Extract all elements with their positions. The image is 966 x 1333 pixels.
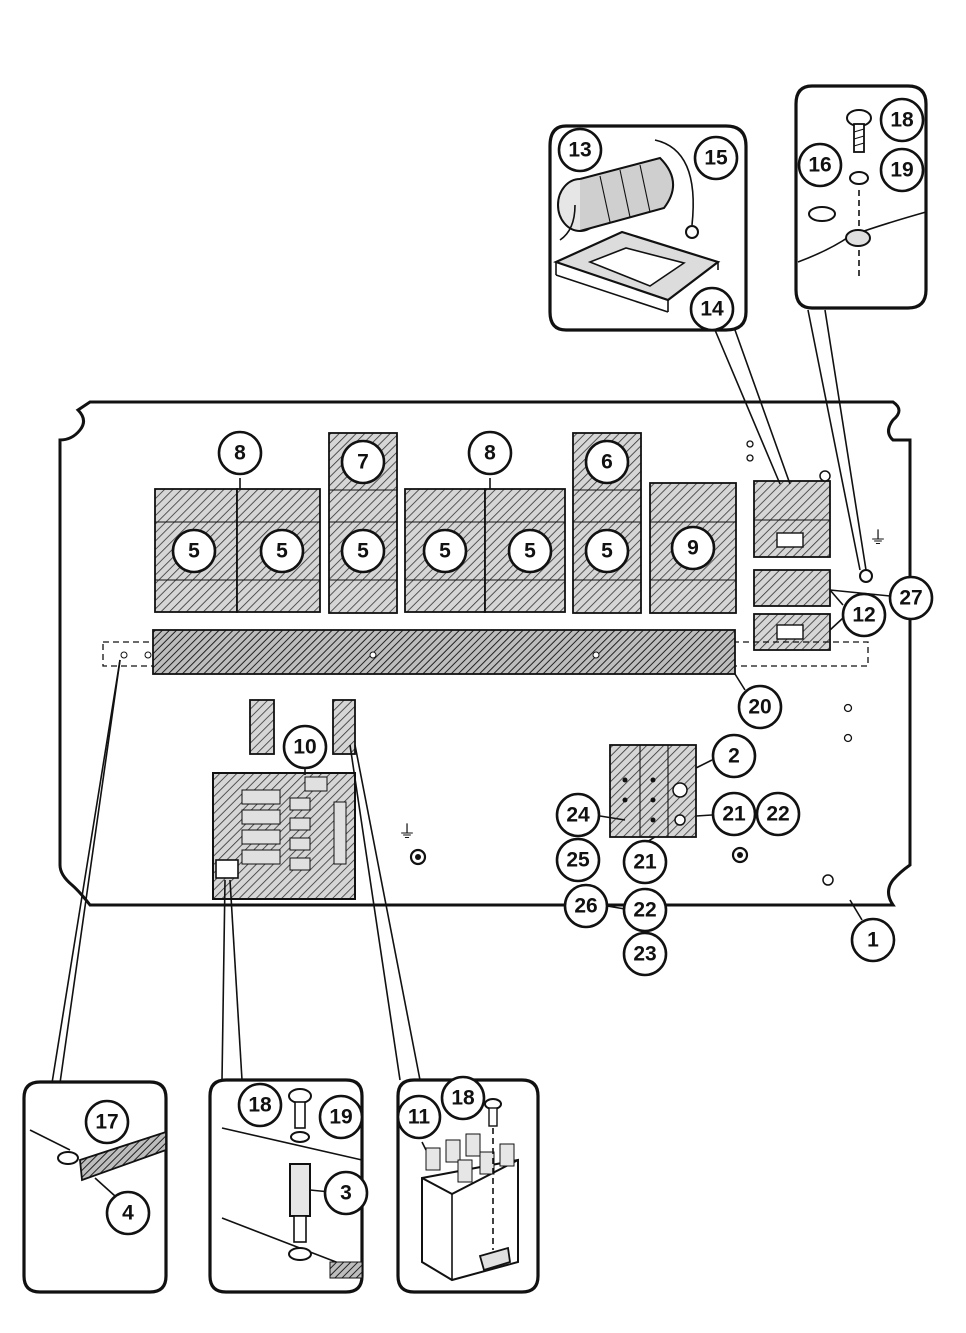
callout-1: 1 — [850, 917, 896, 963]
svg-text:23: 23 — [633, 943, 656, 966]
callout-5: 5 — [171, 528, 217, 574]
callout-18: 18 — [879, 97, 925, 143]
callout-21: 21 — [622, 839, 668, 885]
callout-5: 5 — [259, 528, 305, 574]
svg-text:19: 19 — [890, 159, 913, 182]
svg-text:16: 16 — [808, 154, 831, 177]
svg-text:2: 2 — [728, 745, 740, 768]
terminal-block — [609, 744, 697, 838]
inset-ground-screw — [794, 84, 928, 310]
callout-8: 8 — [467, 430, 513, 476]
callout-5: 5 — [340, 528, 386, 574]
svg-text:27: 27 — [899, 587, 922, 610]
connector-strip — [249, 699, 275, 755]
callout-15: 15 — [693, 135, 739, 181]
callout-21: 21 — [711, 791, 757, 837]
svg-text:5: 5 — [276, 540, 288, 563]
callout-18: 18 — [237, 1082, 283, 1128]
component-row — [154, 432, 873, 886]
svg-text:5: 5 — [188, 540, 200, 563]
svg-text:5: 5 — [524, 540, 536, 563]
callout-10: 10 — [282, 724, 328, 770]
inset-standoff — [208, 1078, 364, 1294]
svg-text:21: 21 — [633, 851, 657, 874]
svg-text:24: 24 — [566, 804, 590, 827]
svg-text:17: 17 — [95, 1111, 118, 1134]
svg-text:22: 22 — [766, 803, 789, 826]
callout-20: 20 — [737, 684, 783, 730]
ground-icon: ⏚ — [869, 528, 887, 548]
callout-27: 27 — [888, 575, 934, 621]
ground-icon: ⏚ — [398, 822, 416, 842]
svg-text:1: 1 — [867, 929, 879, 952]
svg-text:7: 7 — [357, 451, 369, 474]
callout-11: 11 — [396, 1094, 442, 1140]
callout-4: 4 — [105, 1190, 151, 1236]
circuit-board — [212, 772, 356, 900]
svg-text:11: 11 — [408, 1106, 431, 1129]
callout-18: 18 — [440, 1075, 486, 1121]
svg-text:20: 20 — [748, 696, 771, 719]
svg-text:5: 5 — [601, 540, 613, 563]
svg-text:18: 18 — [451, 1087, 475, 1110]
svg-text:15: 15 — [704, 147, 728, 170]
callout-16: 16 — [797, 142, 843, 188]
callout-5: 5 — [584, 528, 630, 574]
callout-26: 26 — [563, 883, 609, 929]
svg-text:21: 21 — [722, 803, 746, 826]
svg-text:12: 12 — [852, 604, 875, 627]
callout-6: 6 — [584, 439, 630, 485]
callout-22: 22 — [755, 791, 801, 837]
callout-7: 7 — [340, 439, 386, 485]
inset-relay — [396, 1078, 540, 1294]
svg-text:6: 6 — [601, 451, 613, 474]
svg-text:8: 8 — [484, 442, 496, 465]
svg-text:8: 8 — [234, 442, 246, 465]
callout-3: 3 — [323, 1170, 369, 1216]
callout-8: 8 — [217, 430, 263, 476]
svg-text:14: 14 — [700, 298, 724, 321]
svg-text:19: 19 — [329, 1106, 352, 1129]
callout-23: 23 — [622, 931, 668, 977]
callout-24: 24 — [555, 792, 601, 838]
callout-13: 13 — [557, 127, 603, 173]
callout-25: 25 — [555, 837, 601, 883]
svg-text:26: 26 — [574, 895, 597, 918]
callout-22: 22 — [622, 887, 668, 933]
callout-2: 2 — [711, 733, 757, 779]
svg-text:25: 25 — [566, 849, 590, 872]
callout-5: 5 — [507, 528, 553, 574]
svg-text:22: 22 — [633, 899, 656, 922]
connector-strip — [332, 699, 356, 755]
svg-text:3: 3 — [340, 1182, 352, 1205]
leader-lines — [51, 309, 891, 1084]
callout-14: 14 — [689, 286, 735, 332]
mounting-rail — [102, 629, 869, 675]
svg-text:4: 4 — [122, 1202, 134, 1225]
inset-capacitor — [548, 124, 748, 332]
callout-19: 19 — [879, 147, 925, 193]
svg-text:9: 9 — [687, 537, 699, 560]
svg-text:13: 13 — [568, 139, 591, 162]
svg-text:10: 10 — [293, 736, 316, 759]
callout-12: 12 — [841, 592, 887, 638]
callout-9: 9 — [670, 525, 716, 571]
svg-text:18: 18 — [890, 109, 914, 132]
callout-5: 5 — [422, 528, 468, 574]
inset-rail-clip — [22, 1080, 168, 1294]
svg-text:18: 18 — [248, 1094, 272, 1117]
svg-text:5: 5 — [439, 540, 451, 563]
callout-19: 19 — [318, 1094, 364, 1140]
callout-17: 17 — [84, 1099, 130, 1145]
svg-text:5: 5 — [357, 540, 369, 563]
